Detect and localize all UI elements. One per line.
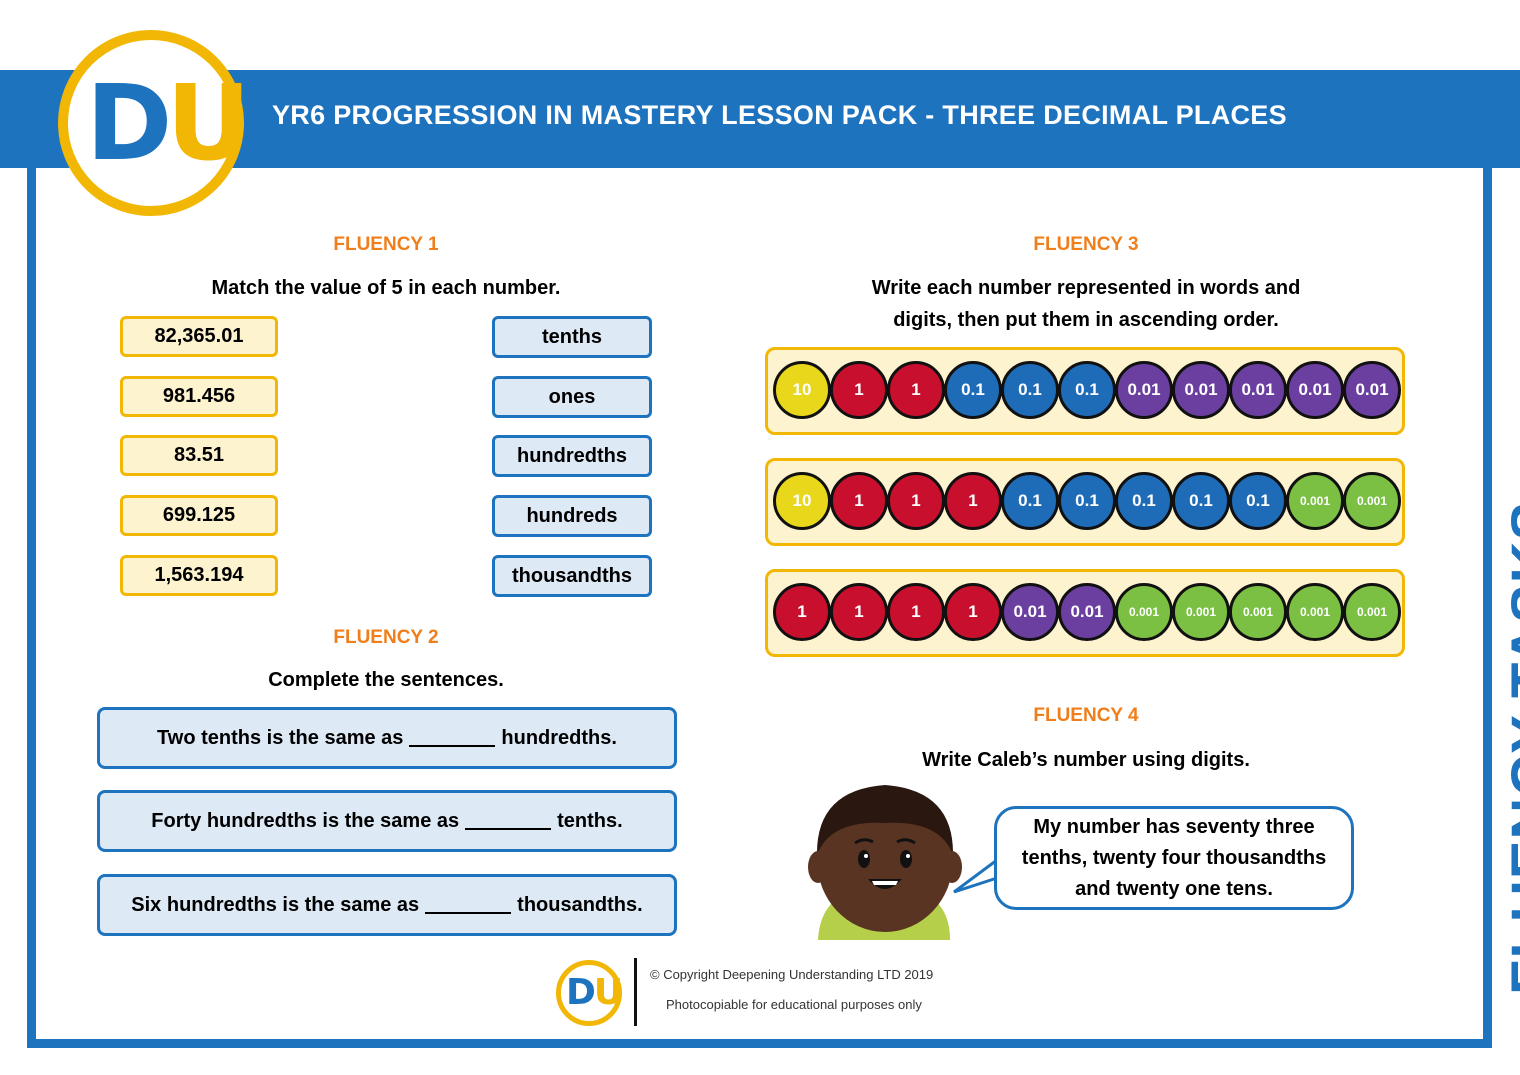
fluency-2-title: FLUENCY 2	[333, 627, 439, 648]
counter-0-001: 0.001	[1172, 583, 1230, 641]
answer-blank[interactable]	[409, 729, 496, 747]
sentence-text: tenths.	[557, 809, 623, 832]
counter-1: 1	[944, 472, 1002, 530]
counter-1: 1	[830, 583, 888, 641]
counter-10: 10	[773, 361, 831, 419]
logo-letter-u: U	[593, 972, 623, 1013]
counter-0-1: 0.1	[1172, 472, 1230, 530]
counter-0-001: 0.001	[1343, 583, 1401, 641]
frame-left-border	[27, 168, 36, 1048]
counter-0-01: 0.01	[1115, 361, 1173, 419]
fluency-4-title: FLUENCY 4	[1033, 705, 1139, 726]
frame-bottom-border	[27, 1039, 1492, 1048]
sentence-text: Six hundredths is the same as	[131, 893, 420, 916]
logo-letter-d: D	[86, 62, 172, 184]
number-card[interactable]: 82,365.01	[120, 316, 278, 357]
fluency-tasks-side-label: FLUENCY TASKS	[1500, 500, 1520, 995]
sentence-text: thousandths.	[517, 893, 643, 916]
fluency-1-instruction: Match the value of 5 in each number.	[211, 277, 561, 299]
counter-1: 1	[830, 472, 888, 530]
caleb-character-illustration	[808, 785, 962, 940]
number-card[interactable]: 981.456	[120, 376, 278, 417]
logo-letter-u: U	[166, 62, 250, 184]
place-value-card[interactable]: thousandths	[492, 555, 652, 597]
counter-0-001: 0.001	[1286, 583, 1344, 641]
footer-du-logo: DU	[556, 960, 623, 1026]
counter-1: 1	[887, 583, 945, 641]
counter-1: 1	[830, 361, 888, 419]
counter-0-1: 0.1	[1058, 472, 1116, 530]
counter-0-01: 0.01	[1343, 361, 1401, 419]
counter-0-001: 0.001	[1343, 472, 1401, 530]
counter-1: 1	[887, 361, 945, 419]
fluency-2-instruction: Complete the sentences.	[268, 669, 504, 691]
counter-0-01: 0.01	[1286, 361, 1344, 419]
number-card[interactable]: 1,563.194	[120, 555, 278, 596]
number-card[interactable]: 699.125	[120, 495, 278, 536]
counter-0-01: 0.01	[1172, 361, 1230, 419]
counter-0-01: 0.01	[1058, 583, 1116, 641]
sentence-text: Two tenths is the same as	[157, 726, 404, 749]
counter-1: 1	[887, 472, 945, 530]
counter-0-1: 0.1	[1229, 472, 1287, 530]
counter-0-1: 0.1	[1115, 472, 1173, 530]
counter-0-1: 0.1	[944, 361, 1002, 419]
fluency-4-instruction: Write Caleb’s number using digits.	[922, 749, 1250, 771]
footer-copyright: © Copyright Deepening Understanding LTD …	[650, 967, 934, 982]
counter-0-01: 0.01	[1001, 583, 1059, 641]
place-value-card[interactable]: hundreds	[492, 495, 652, 537]
sentence-box: Six hundredths is the same as thousandth…	[97, 874, 677, 936]
number-card[interactable]: 83.51	[120, 435, 278, 476]
fluency-3-instruction-line-1: Write each number represented in words a…	[871, 277, 1301, 299]
place-value-card[interactable]: ones	[492, 376, 652, 418]
counter-10: 10	[773, 472, 831, 530]
speech-line: My number has seventy three	[1033, 815, 1315, 838]
place-value-card[interactable]: hundredths	[492, 435, 652, 477]
counter-0-1: 0.1	[1001, 472, 1059, 530]
speech-line: tenths, twenty four thousandths	[1021, 846, 1327, 869]
sentence-box: Two tenths is the same as hundredths.	[97, 707, 677, 769]
counter-0-1: 0.1	[1001, 361, 1059, 419]
counter-1: 1	[944, 583, 1002, 641]
speech-bubble-tail	[953, 858, 1000, 894]
sentence-box: Forty hundredths is the same as tenths.	[97, 790, 677, 852]
counter-0-001: 0.001	[1229, 583, 1287, 641]
fluency-3-instruction-line-2: digits, then put them in ascending order…	[893, 309, 1279, 331]
counter-0-001: 0.001	[1115, 583, 1173, 641]
counter-0-01: 0.01	[1229, 361, 1287, 419]
fluency-3-title: FLUENCY 3	[1033, 234, 1139, 255]
footer-divider	[634, 958, 637, 1026]
speech-line: and twenty one tens.	[1075, 877, 1273, 900]
speech-bubble: My number has seventy three tenths, twen…	[994, 806, 1354, 910]
header-bar	[0, 70, 1520, 168]
counter-1: 1	[773, 583, 831, 641]
answer-blank[interactable]	[465, 812, 552, 830]
place-value-card[interactable]: tenths	[492, 316, 652, 358]
du-logo: DU	[58, 30, 251, 216]
footer-note: Photocopiable for educational purposes o…	[666, 997, 922, 1012]
fluency-1-title: FLUENCY 1	[333, 234, 439, 255]
page-title: YR6 PROGRESSION IN MASTERY LESSON PACK -…	[272, 100, 1287, 130]
counter-0-001: 0.001	[1286, 472, 1344, 530]
sentence-text: Forty hundredths is the same as	[151, 809, 460, 832]
frame-right-border	[1483, 168, 1492, 1048]
answer-blank[interactable]	[425, 896, 512, 914]
sentence-text: hundredths.	[501, 726, 617, 749]
counter-0-1: 0.1	[1058, 361, 1116, 419]
logo-letter-d: D	[566, 972, 596, 1013]
